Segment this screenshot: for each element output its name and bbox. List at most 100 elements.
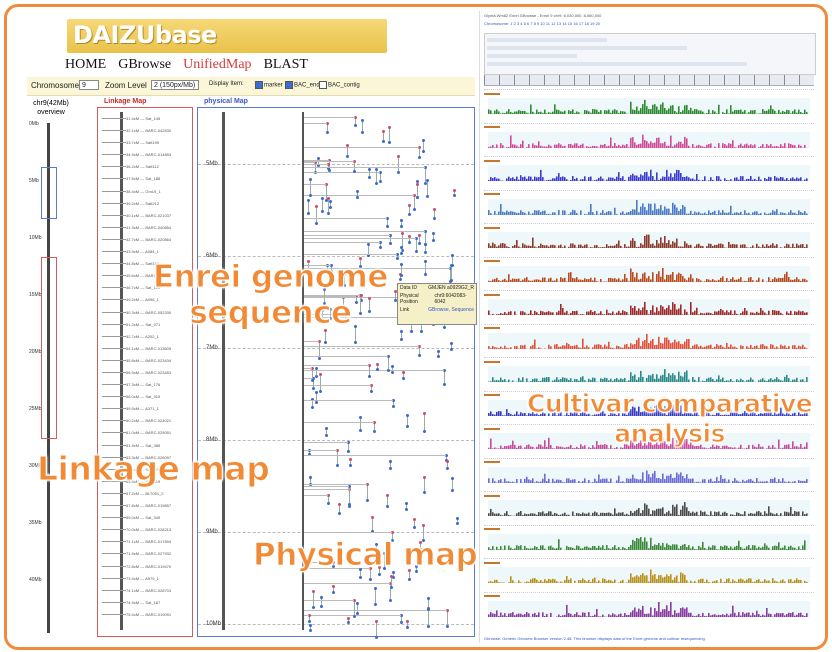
- linkage-marker-label[interactable]: 64.1cM — Sat_026: [126, 466, 161, 472]
- physical-feature-marker[interactable]: [451, 476, 455, 480]
- physical-feature-marker[interactable]: [382, 566, 386, 570]
- physical-feature-marker[interactable]: [311, 367, 315, 371]
- physical-feature-marker[interactable]: [345, 143, 349, 147]
- physical-feature-marker[interactable]: [432, 216, 436, 220]
- linkage-marker-label[interactable]: 72.8cM — BARC-019470: [126, 563, 172, 569]
- physical-feature-marker[interactable]: [325, 270, 329, 274]
- physical-feature-marker[interactable]: [311, 379, 315, 383]
- physical-feature-marker[interactable]: [418, 156, 422, 160]
- physical-feature-marker[interactable]: [330, 263, 334, 267]
- physical-feature-marker[interactable]: [436, 349, 440, 353]
- physical-feature-marker[interactable]: [375, 367, 379, 371]
- linkage-marker-label[interactable]: 45.6cM — BARC-042331: [126, 273, 172, 279]
- physical-feature-marker[interactable]: [348, 505, 352, 509]
- physical-feature-marker[interactable]: [391, 538, 395, 542]
- physical-feature-marker[interactable]: [372, 430, 376, 434]
- bac-contig-checkbox[interactable]: BAC_contig: [319, 81, 360, 89]
- linkage-marker-label[interactable]: 61.0cM — BARC-025051: [126, 430, 172, 436]
- physical-feature-marker[interactable]: [415, 183, 419, 187]
- physical-feature-marker[interactable]: [391, 370, 395, 374]
- physical-feature-marker[interactable]: [388, 459, 392, 463]
- physical-feature-marker[interactable]: [389, 233, 393, 237]
- overview-linkage-window[interactable]: [41, 257, 57, 439]
- physical-feature-marker[interactable]: [444, 453, 448, 457]
- physical-feature-marker[interactable]: [404, 502, 408, 506]
- physical-feature-marker[interactable]: [408, 212, 412, 216]
- linkage-marker-label[interactable]: 59.5cM — A371_1: [126, 406, 159, 412]
- physical-feature-marker[interactable]: [400, 337, 404, 341]
- physical-feature-marker[interactable]: [370, 390, 374, 394]
- physical-feature-marker[interactable]: [419, 554, 423, 558]
- physical-feature-marker[interactable]: [419, 329, 423, 333]
- physical-feature-marker[interactable]: [451, 253, 455, 257]
- physical-feature-marker[interactable]: [329, 307, 333, 311]
- physical-feature-marker[interactable]: [415, 250, 419, 254]
- physical-feature-marker[interactable]: [310, 397, 314, 401]
- physical-feature-marker[interactable]: [378, 170, 382, 174]
- physical-feature-marker[interactable]: [390, 574, 394, 578]
- physical-feature-marker[interactable]: [382, 551, 386, 555]
- physical-feature-marker[interactable]: [317, 157, 321, 161]
- physical-feature-marker[interactable]: [446, 460, 450, 464]
- physical-feature-marker[interactable]: [308, 453, 312, 456]
- physical-feature-marker[interactable]: [317, 163, 321, 167]
- physical-feature-marker[interactable]: [422, 149, 426, 153]
- physical-feature-marker[interactable]: [442, 325, 446, 329]
- physical-feature-marker[interactable]: [449, 278, 453, 282]
- physical-feature-marker[interactable]: [344, 321, 348, 325]
- physical-feature-marker[interactable]: [422, 412, 426, 416]
- physical-feature-marker[interactable]: [399, 245, 403, 249]
- physical-feature-marker[interactable]: [422, 429, 426, 433]
- physical-feature-marker[interactable]: [325, 264, 329, 268]
- physical-feature-marker[interactable]: [387, 141, 391, 145]
- linkage-marker-label[interactable]: 37.5cM — Sat_188: [126, 176, 161, 182]
- physical-feature-marker[interactable]: [388, 467, 392, 471]
- linkage-marker-label[interactable]: 42.7cM — BARC-020864: [126, 236, 172, 242]
- physical-feature-marker[interactable]: [379, 246, 383, 250]
- physical-feature-marker[interactable]: [422, 476, 426, 480]
- gbrowse-track[interactable]: [484, 457, 814, 487]
- physical-feature-marker[interactable]: [353, 325, 357, 329]
- physical-feature-marker[interactable]: [314, 374, 318, 378]
- gbrowse-track[interactable]: [484, 524, 814, 554]
- physical-feature-marker[interactable]: [345, 154, 349, 158]
- linkage-marker-label[interactable]: 63.3cM — BARC-026097: [126, 454, 172, 460]
- physical-feature-marker[interactable]: [309, 628, 313, 632]
- linkage-marker-label[interactable]: 34.9cM — BARC-014853: [126, 152, 172, 158]
- physical-feature-marker[interactable]: [324, 183, 328, 187]
- linkage-marker-label[interactable]: 67.2cM — BLT051_2: [126, 490, 164, 496]
- linkage-marker-label[interactable]: 54.1cM — BARC-013605: [126, 345, 172, 351]
- physical-feature-marker[interactable]: [343, 283, 347, 287]
- physical-feature-marker[interactable]: [355, 301, 359, 305]
- physical-feature-marker[interactable]: [399, 274, 403, 278]
- physical-feature-marker[interactable]: [425, 195, 429, 199]
- physical-feature-marker[interactable]: [358, 257, 362, 261]
- physical-feature-marker[interactable]: [424, 250, 428, 254]
- physical-feature-marker[interactable]: [338, 502, 342, 506]
- physical-feature-marker[interactable]: [324, 199, 328, 203]
- gbrowse-track[interactable]: [484, 122, 814, 152]
- physical-feature-marker[interactable]: [419, 547, 423, 551]
- linkage-marker-label[interactable]: 74.1cM — BARC-028703: [126, 587, 172, 593]
- physical-feature-marker[interactable]: [392, 398, 396, 402]
- physical-feature-marker[interactable]: [379, 241, 383, 245]
- physical-feature-marker[interactable]: [322, 288, 326, 292]
- physical-feature-marker[interactable]: [375, 167, 379, 171]
- physical-feature-marker[interactable]: [423, 182, 427, 186]
- gbrowse-search-form[interactable]: [484, 33, 816, 75]
- linkage-marker-label[interactable]: 71.1cM — BARC-017894: [126, 539, 172, 545]
- physical-feature-marker[interactable]: [419, 559, 423, 563]
- physical-feature-marker[interactable]: [397, 170, 401, 174]
- physical-feature-marker[interactable]: [320, 595, 324, 599]
- physical-feature-marker[interactable]: [353, 340, 357, 344]
- physical-feature-marker[interactable]: [422, 490, 426, 494]
- linkage-marker-label[interactable]: 65.4cM — Sat_419: [126, 478, 161, 484]
- physical-feature-marker[interactable]: [352, 160, 356, 164]
- physical-feature-marker[interactable]: [389, 242, 393, 246]
- physical-feature-marker[interactable]: [374, 602, 378, 606]
- physical-feature-marker[interactable]: [347, 440, 351, 444]
- physical-feature-marker[interactable]: [324, 328, 328, 332]
- linkage-marker-label[interactable]: 58.0cM — Sat_015: [126, 394, 161, 400]
- physical-feature-marker[interactable]: [349, 457, 353, 461]
- physical-feature-marker[interactable]: [371, 529, 375, 533]
